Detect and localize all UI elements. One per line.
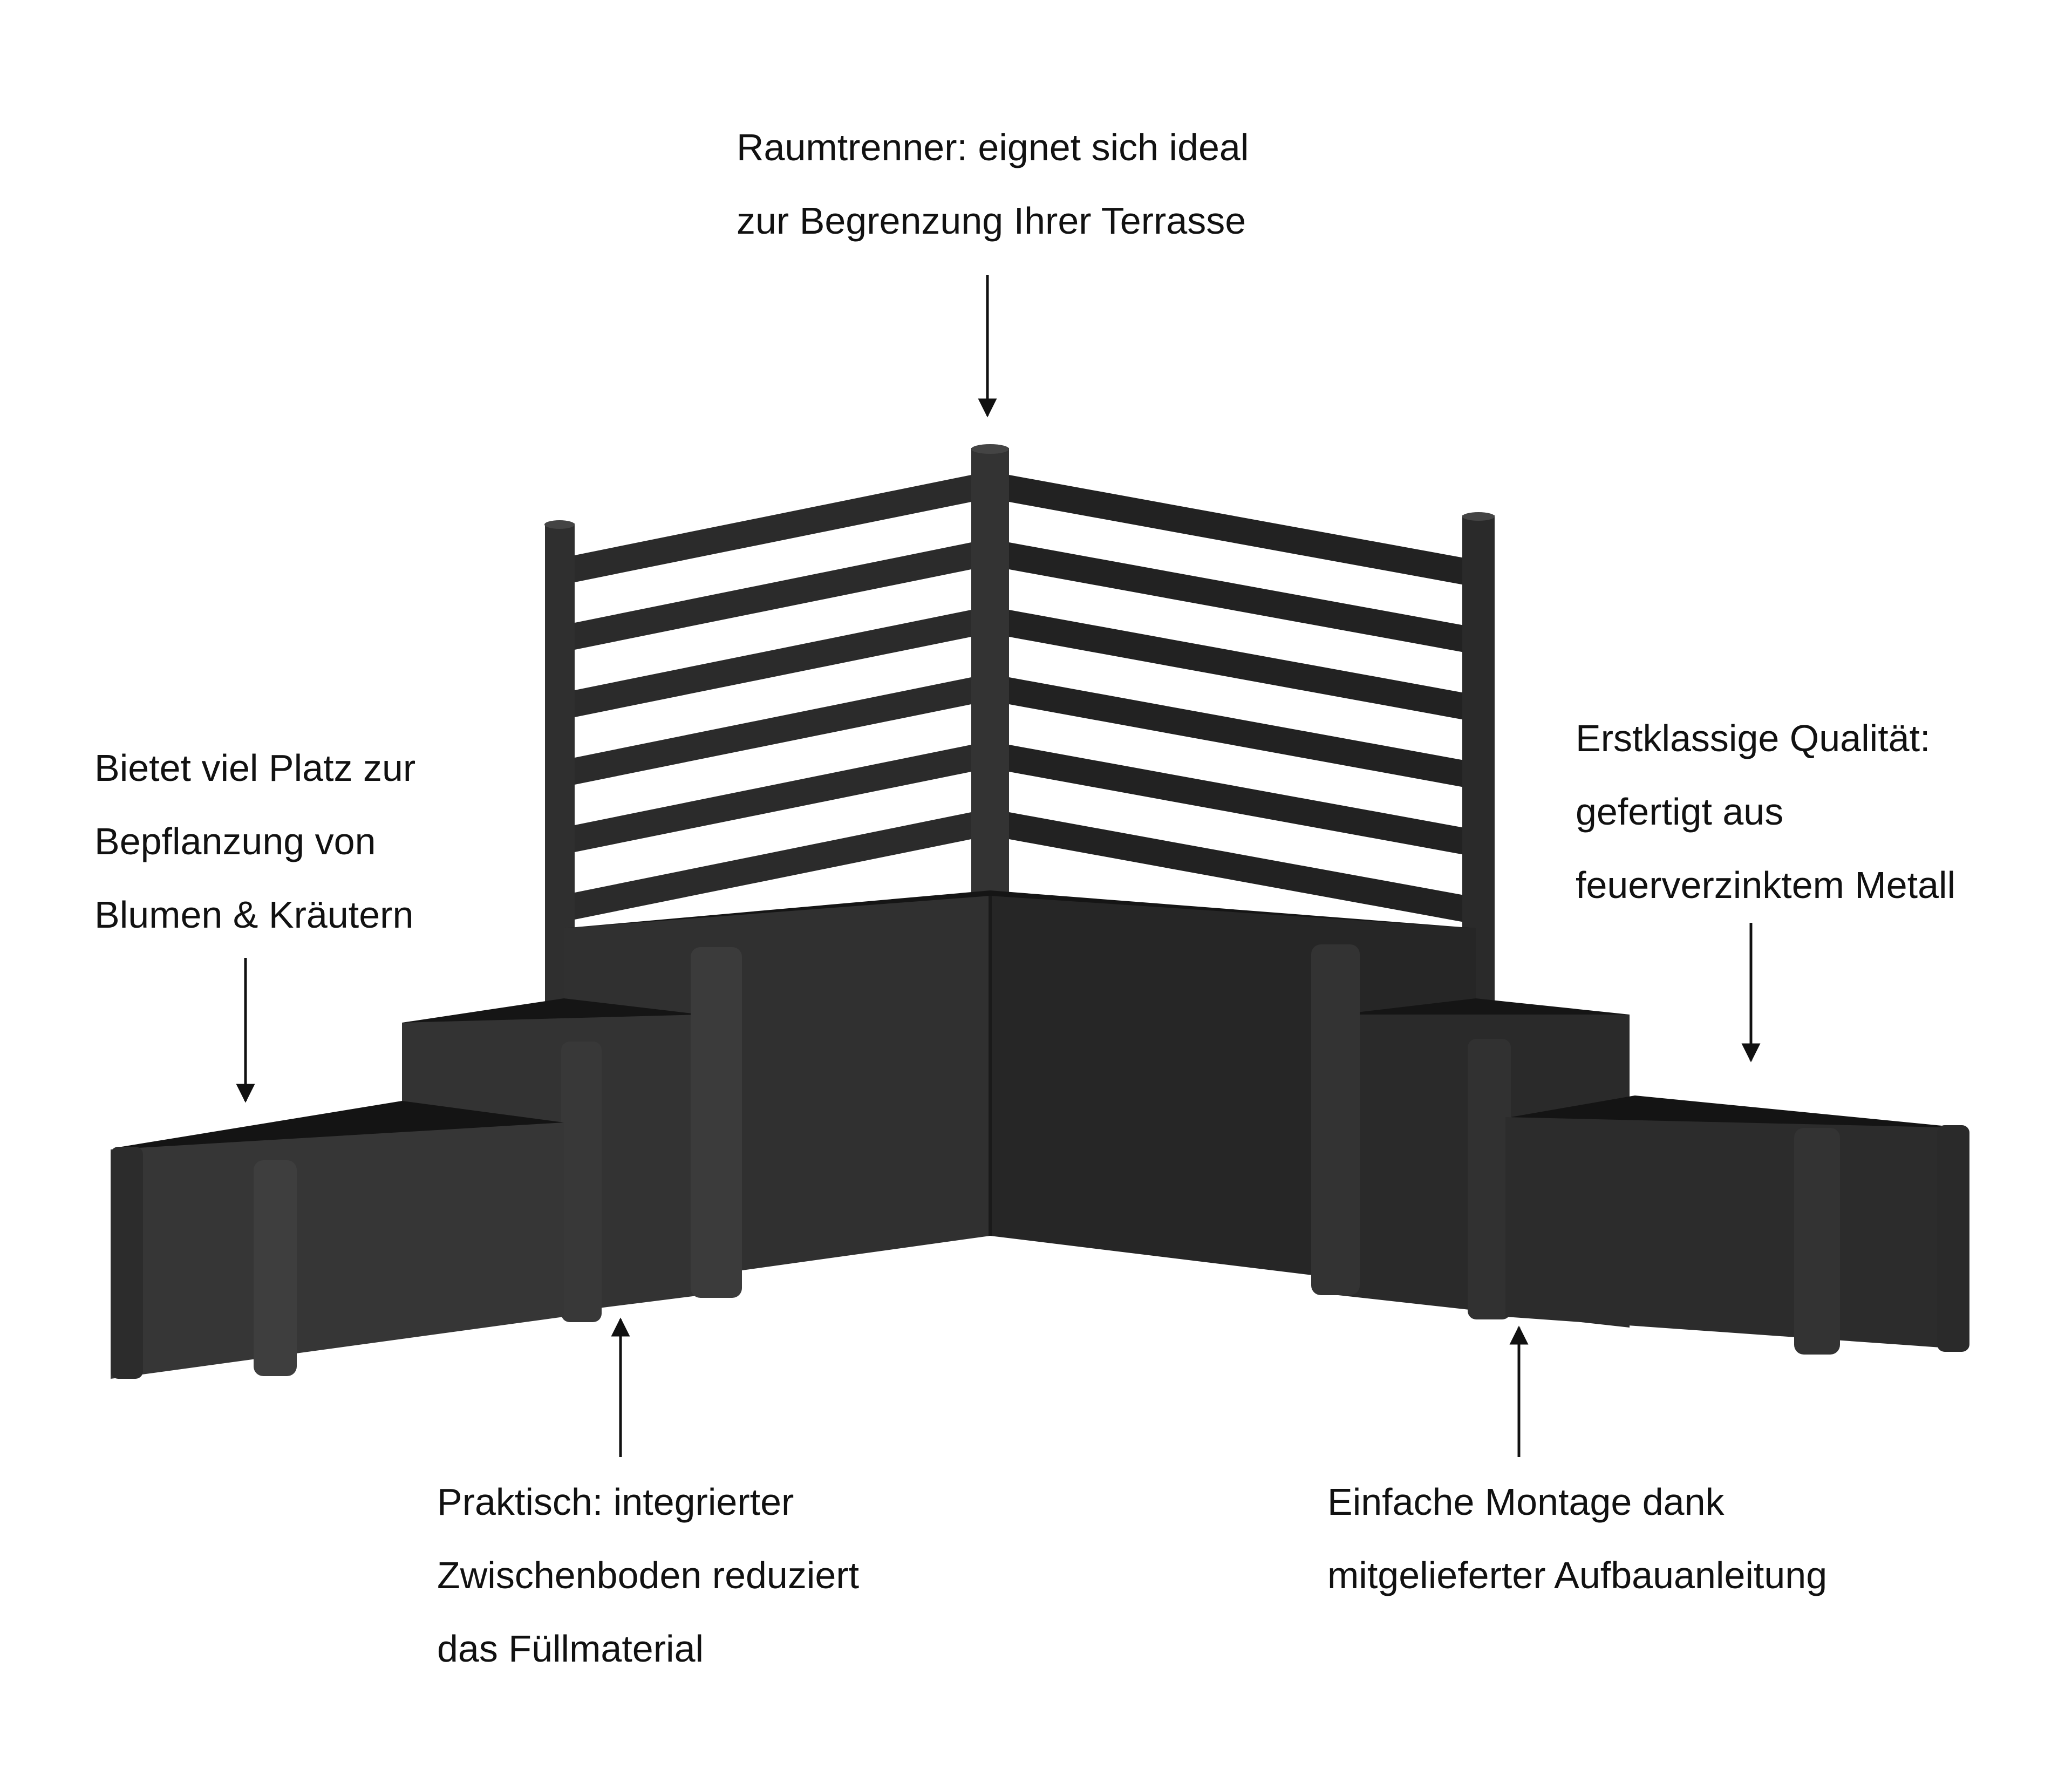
privacy-screen [544,444,1495,1009]
callout-top: Raumtrenner: eignet sich ideal zur Begre… [737,111,1249,257]
callout-right-line-3: feuerverzinktem Metall [1576,864,1956,906]
corner-raised-bed-with-privacy-screen-icon [111,444,1969,1379]
callout-left-line-2: Bepflanzung von [94,820,376,862]
callout-right-line-1: Erstklassige Qualität: [1576,717,1931,759]
callout-bottom-right-line-2: mitgelieferter Aufbauanleitung [1327,1554,1828,1596]
callout-top-line-1: Raumtrenner: eignet sich ideal [737,126,1249,168]
callout-bottom-left: Praktisch: integrierter Zwischenboden re… [437,1465,859,1685]
callout-left-line-3: Blumen & Kräutern [94,894,414,936]
callout-right-line-2: gefertigt aus [1576,791,1784,833]
callout-bottom-left-line-3: das Füllmaterial [437,1628,704,1670]
callout-left: Bietet viel Platz zur Bepflanzung von Bl… [94,731,415,951]
callout-bottom-left-line-2: Zwischenboden reduziert [437,1554,860,1596]
left-long-planter [111,1101,564,1379]
callout-bottom-right-line-1: Einfache Montage dank [1327,1481,1725,1523]
callout-left-line-1: Bietet viel Platz zur [94,747,416,789]
callout-right: Erstklassige Qualität: gefertigt aus feu… [1576,702,1955,922]
callout-bottom-left-line-1: Praktisch: integrierter [437,1481,794,1523]
right-long-planter [1505,1095,1969,1355]
callout-bottom-right: Einfache Montage dank mitgelieferter Auf… [1327,1465,1827,1612]
callout-top-line-2: zur Begrenzung Ihrer Terrasse [737,200,1246,242]
